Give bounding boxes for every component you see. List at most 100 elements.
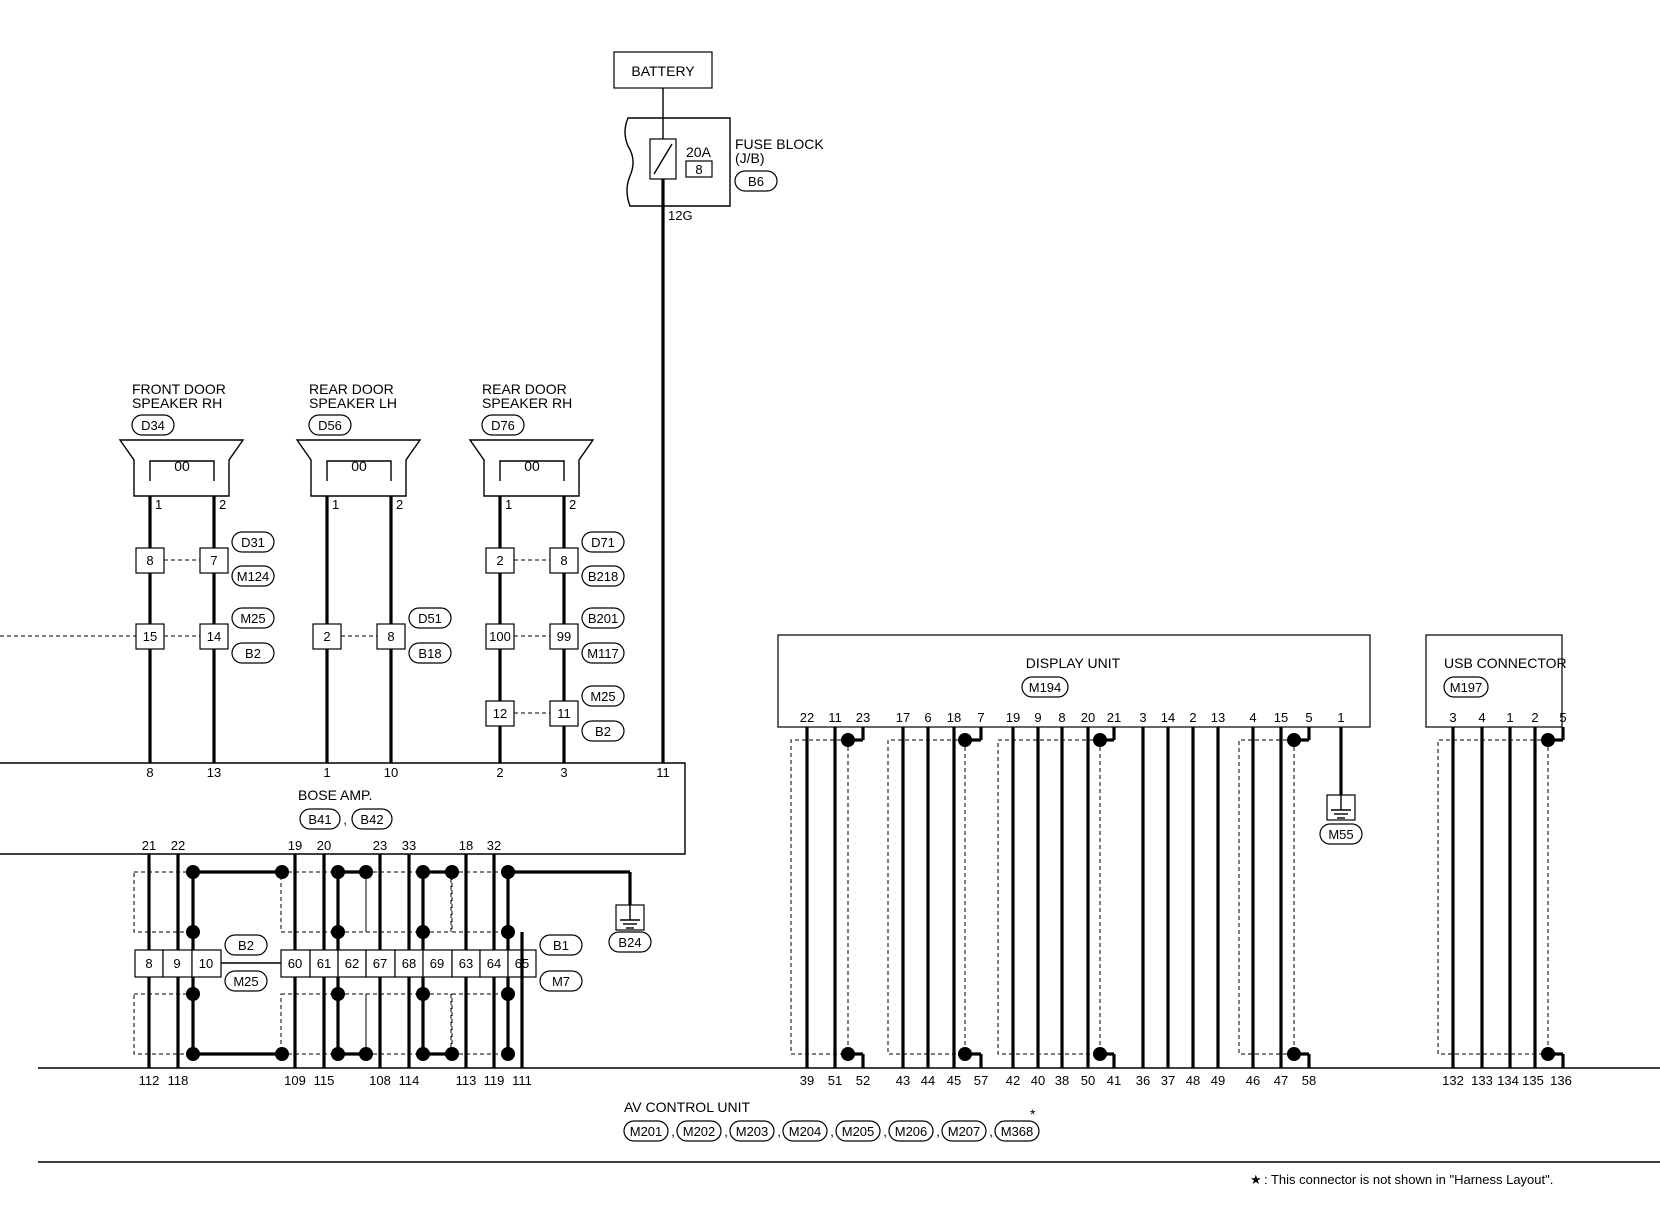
svg-text:134: 134 [1497, 1073, 1519, 1088]
speaker-symbol: 00 [351, 458, 367, 474]
svg-text:2: 2 [496, 765, 503, 780]
speaker-connector-pill [308, 414, 352, 436]
bose-connector-pill [351, 808, 393, 830]
connector-rr-row1: 2 8 D71 B218 [485, 531, 625, 587]
usb-bottom-pins: 132 133 134 135 136 [1442, 1073, 1572, 1088]
speaker-pin-1: 1 [332, 497, 339, 512]
connector-tag: B2 [595, 724, 611, 739]
connector-pin: 2 [323, 629, 330, 644]
speaker-rear-lh: REAR DOOR SPEAKER LH D56 00 1 2 [295, 381, 422, 512]
bose-amp-label: BOSE AMP. [298, 787, 372, 803]
svg-text:112: 112 [139, 1073, 160, 1088]
svg-text:21: 21 [142, 838, 156, 853]
svg-text:32: 32 [487, 838, 501, 853]
usb-connector-id: M197 [1450, 680, 1483, 695]
connector-rl-row2: 2 8 D51 B18 [312, 607, 452, 664]
svg-text:37: 37 [1161, 1073, 1175, 1088]
svg-text:38: 38 [1055, 1073, 1069, 1088]
svg-text:10: 10 [384, 765, 398, 780]
fuse-wire-label: 12G [668, 208, 693, 223]
svg-text:15: 15 [1274, 710, 1288, 725]
svg-text:39: 39 [800, 1073, 814, 1088]
fuse-block-label-2: (J/B) [735, 150, 765, 166]
footnote-text: : This connector is not shown in "Harnes… [1264, 1172, 1553, 1187]
battery-label: BATTERY [631, 63, 695, 79]
svg-text:43: 43 [896, 1073, 910, 1088]
svg-text:118: 118 [168, 1073, 189, 1088]
svg-text:61: 61 [317, 956, 331, 971]
connector-pin: 2 [496, 553, 503, 568]
connector-tag: D51 [418, 611, 442, 626]
svg-text:3: 3 [1449, 710, 1456, 725]
speaker-coil-frame [499, 460, 565, 481]
connector-rr-row3: 12 11 M25 B2 [485, 685, 625, 742]
fuse-slash [653, 143, 673, 175]
svg-text:9: 9 [173, 956, 180, 971]
usb-top-pins: 3 4 1 2 5 [1449, 710, 1566, 725]
connector-pin: 99 [557, 629, 571, 644]
speaker-housing [118, 439, 245, 497]
svg-text:20: 20 [1081, 710, 1095, 725]
svg-text:19: 19 [1006, 710, 1020, 725]
svg-text:6: 6 [924, 710, 931, 725]
av-pins-left: 112 118 109 115 108 114 113 119 111 [139, 1073, 532, 1088]
connector-fr-row1: 8 7 D31 M124 [135, 531, 275, 587]
block-tag-pill [224, 970, 268, 992]
connector-rr-row2: 100 99 B201 M117 [485, 607, 625, 664]
speaker-symbol: 00 [524, 458, 540, 474]
bose-amp-bottom-pins: 21 22 19 20 23 33 18 32 [142, 838, 501, 853]
av-connector-list: M201 , M202 , M203 , M204 , M205 , M206 … [623, 1106, 1040, 1142]
bose-amp-top-pins: 8 13 1 10 2 3 11 [146, 765, 669, 780]
connector-pin: 11 [557, 706, 571, 721]
svg-text:1: 1 [1337, 710, 1344, 725]
svg-text:133: 133 [1471, 1073, 1493, 1088]
ground-label: M55 [1328, 827, 1353, 842]
av-control-unit-label: AV CONTROL UNIT [624, 1099, 750, 1115]
block-tag-pill [539, 934, 583, 956]
speaker-name-2: SPEAKER RH [132, 395, 222, 411]
svg-text:11: 11 [656, 765, 670, 780]
speaker-connector: D56 [318, 418, 342, 433]
display-unit-label: DISPLAY UNIT [1026, 655, 1121, 671]
speaker-connector-pill [131, 414, 175, 436]
ground-pill [608, 931, 652, 953]
svg-text:,: , [936, 1124, 940, 1139]
svg-text:M204: M204 [789, 1124, 822, 1139]
svg-text:M203: M203 [736, 1124, 769, 1139]
svg-text:13: 13 [207, 765, 221, 780]
connector-fr-row2: 15 14 M25 B2 [0, 607, 275, 664]
speaker-front-rh: FRONT DOOR SPEAKER RH D34 00 1 2 [118, 381, 245, 512]
connector-pin: 15 [143, 629, 157, 644]
svg-text:M201: M201 [630, 1124, 663, 1139]
svg-text:22: 22 [171, 838, 185, 853]
ground-symbol-m55 [1326, 794, 1356, 821]
svg-text:19: 19 [288, 838, 302, 853]
bose-separator: , [343, 812, 347, 827]
bose-connector: B41 [308, 812, 331, 827]
svg-text:42: 42 [1006, 1073, 1020, 1088]
speaker-coil-frame [326, 460, 392, 481]
svg-text:,: , [724, 1124, 728, 1139]
svg-text:,: , [777, 1124, 781, 1139]
svg-text:36: 36 [1136, 1073, 1150, 1088]
svg-text:44: 44 [921, 1073, 935, 1088]
connector-tag: B18 [418, 646, 441, 661]
svg-text:23: 23 [856, 710, 870, 725]
svg-text:132: 132 [1442, 1073, 1464, 1088]
display-connector-pill [1021, 676, 1069, 698]
svg-text:20: 20 [317, 838, 331, 853]
svg-text:47: 47 [1274, 1073, 1288, 1088]
svg-text:M207: M207 [948, 1124, 981, 1139]
svg-text:111: 111 [512, 1073, 532, 1088]
bottom-connector-block: 8 9 10 60 61 62 67 68 69 63 64 65 [134, 949, 537, 978]
connector-pin: 7 [210, 553, 217, 568]
speaker-rear-rh: REAR DOOR SPEAKER RH D76 00 1 2 [468, 381, 595, 512]
svg-text:18: 18 [947, 710, 961, 725]
footnote-star: ★ [1250, 1172, 1262, 1187]
speaker-housing [295, 439, 422, 497]
connector-pin: 8 [146, 553, 153, 568]
svg-text:45: 45 [947, 1073, 961, 1088]
usb-connector-label: USB CONNECTOR [1444, 655, 1567, 671]
svg-text:8: 8 [1058, 710, 1065, 725]
